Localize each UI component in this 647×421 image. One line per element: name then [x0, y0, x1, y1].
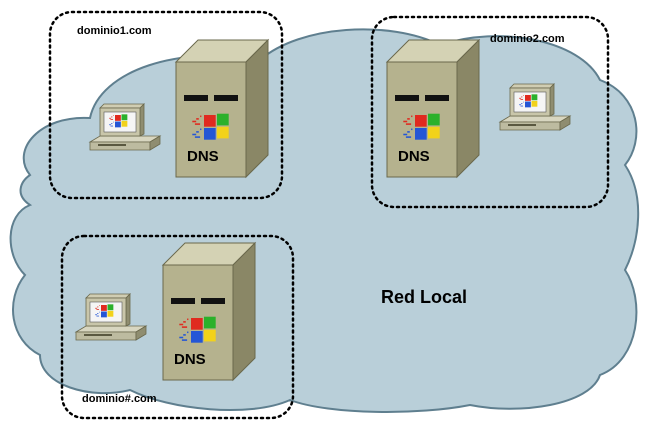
- domain-label-3: dominio#.com: [82, 393, 157, 405]
- network-label: Red Local: [381, 287, 468, 307]
- server-label-2: DNS: [398, 148, 430, 165]
- server-label-1: DNS: [187, 148, 219, 165]
- dns-server-icon: [174, 38, 270, 179]
- domain-label-1: dominio1.com: [77, 25, 152, 37]
- domain-boundary-1: [48, 10, 284, 200]
- domain-boundary-2: [370, 15, 610, 209]
- dns-server-icon: [385, 38, 481, 179]
- domain-boundary-3: [60, 234, 295, 420]
- domain-label-2: dominio2.com: [490, 33, 565, 45]
- dns-server-icon: [161, 241, 257, 382]
- server-label-3: DNS: [174, 351, 206, 368]
